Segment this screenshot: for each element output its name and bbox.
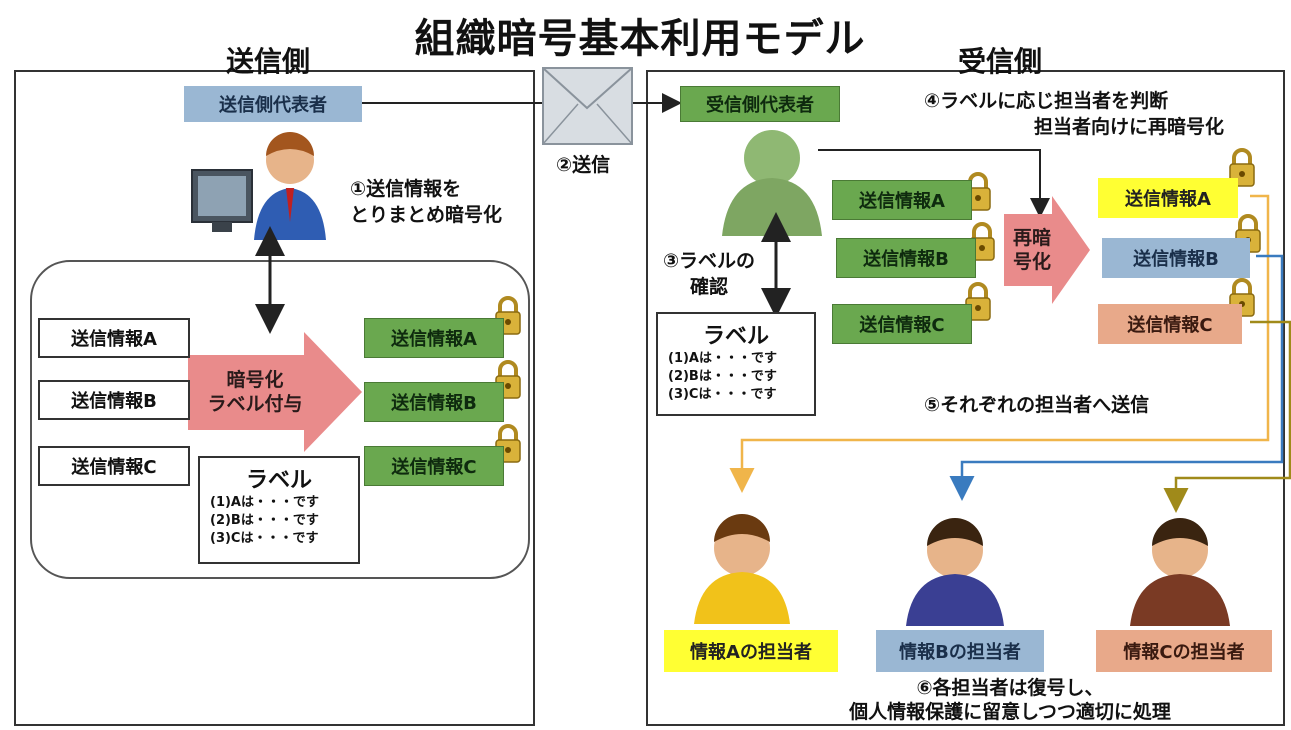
- reencrypt-line2: 号化: [1012, 251, 1051, 273]
- step4-note: ④ラベルに応じ担当者を判断 担当者向けに再暗号化: [924, 88, 1224, 140]
- receiver-label-row: (3)Cは・・・です: [668, 387, 777, 402]
- reencrypt-line1: 再暗: [1012, 227, 1051, 249]
- receiver-label-row: (2)Bは・・・です: [668, 369, 777, 384]
- received-item-c: 送信情報C: [832, 304, 972, 344]
- sender-label-box: ラベル (1)Aは・・・です (2)Bは・・・です (3)Cは・・・です: [198, 456, 360, 564]
- person-b-icon: [906, 518, 1004, 626]
- person-b-label: 情報Bの担当者: [876, 630, 1044, 672]
- route-line-b: [949, 254, 1284, 501]
- encrypt-process-line2: ラベル付与: [207, 393, 303, 415]
- receiver-label-row: (1)Aは・・・です: [668, 351, 777, 366]
- sender-label-row: (3)Cは・・・です: [210, 531, 319, 546]
- step3-note: ③ラベルの 確認: [650, 248, 768, 300]
- reencrypted-item-b: 送信情報B: [1102, 238, 1250, 278]
- person-a-label: 情報Aの担当者: [664, 630, 838, 672]
- step3-line2: 確認: [689, 276, 728, 298]
- received-item-a: 送信情報A: [832, 180, 972, 220]
- received-item-b: 送信情報B: [836, 238, 976, 278]
- reencrypt-process-arrow: [1004, 196, 1090, 304]
- sender-label-row: (2)Bは・・・です: [210, 513, 319, 528]
- route-line-a: [729, 194, 1270, 493]
- step3-line1: ③ラベルの: [662, 250, 756, 272]
- encrypted-item-a: 送信情報A: [364, 318, 504, 358]
- receiver-representative-label: 受信側代表者: [680, 86, 840, 122]
- step1-line2: とりまとめ暗号化: [350, 204, 503, 226]
- reencrypted-item-a: 送信情報A: [1098, 178, 1238, 218]
- rep-to-reencrypt-line: [818, 149, 1050, 218]
- step5-note: ⑤それぞれの担当者へ送信: [924, 394, 1150, 416]
- plain-item-b: 送信情報B: [38, 380, 190, 420]
- step4-line2: 担当者向けに再暗号化: [1033, 116, 1224, 138]
- receiver-representative-person-icon: [722, 130, 822, 236]
- encrypted-item-c: 送信情報C: [364, 446, 504, 486]
- reencrypted-item-c: 送信情報C: [1098, 304, 1242, 344]
- person-a-icon: [694, 514, 790, 624]
- route-line-c: [1163, 320, 1291, 513]
- encrypt-process-arrow: [188, 332, 362, 452]
- step2-note: ②送信: [556, 154, 611, 176]
- encrypt-process-text: 暗号化 ラベル付与: [190, 368, 320, 416]
- computer-icon: [191, 169, 253, 232]
- envelope-icon: [542, 67, 633, 145]
- step6-note: ⑥各担当者は復号し、 個人情報保護に留意しつつ適切に処理: [760, 676, 1260, 724]
- encrypted-item-b: 送信情報B: [364, 382, 504, 422]
- plain-item-c: 送信情報C: [38, 446, 190, 486]
- person-c-label: 情報Cの担当者: [1096, 630, 1272, 672]
- person-c-icon: [1130, 518, 1230, 626]
- sender-representative-person-icon: [254, 132, 326, 240]
- plain-item-a: 送信情報A: [38, 318, 190, 358]
- step6-line2: 個人情報保護に留意しつつ適切に処理: [849, 701, 1171, 723]
- receiver-label-box: ラベル (1)Aは・・・です (2)Bは・・・です (3)Cは・・・です: [656, 312, 816, 416]
- sender-label-row: (1)Aは・・・です: [210, 495, 319, 510]
- step4-line1: ④ラベルに応じ担当者を判断: [924, 90, 1169, 112]
- sender-representative-label: 送信側代表者: [184, 86, 362, 122]
- step6-line1: ⑥各担当者は復号し、: [916, 677, 1104, 699]
- receiver-heading: 受信側: [958, 45, 1043, 78]
- step1-line1: ①送信情報を: [350, 178, 462, 200]
- sender-label-title: ラベル: [245, 468, 312, 493]
- encrypt-process-line1: 暗号化: [226, 369, 284, 391]
- step1-note: ①送信情報を とりまとめ暗号化: [350, 176, 502, 228]
- sender-heading: 送信側: [226, 45, 311, 78]
- reencrypt-process-text: 再暗 号化: [1004, 226, 1060, 274]
- receiver-label-title: ラベル: [702, 324, 769, 349]
- diagram-title: 組織暗号基本利用モデル: [414, 16, 866, 62]
